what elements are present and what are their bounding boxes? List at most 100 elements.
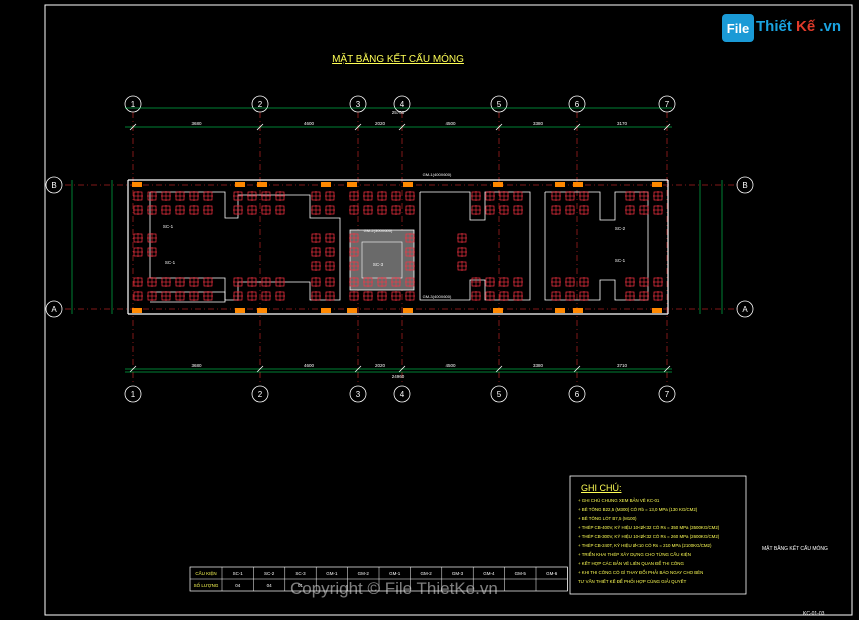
pile-symbol [311, 233, 321, 243]
pile-symbol [485, 277, 495, 287]
grid-bubble [45, 300, 63, 318]
pile-symbol [311, 205, 321, 215]
column-marker [493, 308, 503, 313]
grid-bubble [393, 385, 411, 403]
logo-text: Thiết Kế .vn [756, 18, 841, 35]
site-logo: File Thiết Kế .vn [722, 14, 854, 42]
pile-symbol [233, 291, 243, 301]
title-block-name: MẶT BẰNG KẾT CẤU MÓNG [762, 546, 828, 552]
pile-symbol [261, 277, 271, 287]
grid-bubble-label: 5 [497, 100, 502, 109]
pile-symbol [203, 191, 213, 201]
general-notes: GHI CHÚ: + GHI CHÚ CHUNG XEM BẢN VẼ KC-0… [573, 479, 745, 595]
pile-symbol [485, 291, 495, 301]
column-marker [132, 308, 142, 313]
grid-bubble [45, 176, 63, 194]
dimension-label: 3170 [617, 121, 628, 126]
pile-symbol [175, 191, 185, 201]
schedule-header: GM-5 [515, 571, 527, 576]
pile-symbol [639, 205, 649, 215]
pile-symbol [311, 247, 321, 257]
column-marker [403, 308, 413, 313]
grid-bubble-label: 3 [356, 100, 361, 109]
pile-symbol [233, 277, 243, 287]
note-line: + THÉP CB-240T, KÝ HIỆU Ø<10 CÓ Rs = 210… [578, 543, 712, 548]
grid-bubble [349, 385, 367, 403]
pile-symbol [247, 205, 257, 215]
pile-symbol [275, 191, 285, 201]
pile-symbol [261, 291, 271, 301]
column-marker [321, 308, 331, 313]
schedule-header: GM-6 [546, 571, 558, 576]
grid-bubble [490, 95, 508, 113]
pile-symbol [311, 291, 321, 301]
column-marker [321, 182, 331, 187]
logo-text-c: .vn [819, 18, 842, 35]
pile-symbol [147, 205, 157, 215]
pile-symbol [639, 291, 649, 301]
pile-symbol [275, 291, 285, 301]
grid-bubble [490, 385, 508, 403]
dimension-label: 2020 [375, 363, 386, 368]
pile-symbol [325, 191, 335, 201]
pile-symbol [565, 205, 575, 215]
pile-symbol [133, 191, 143, 201]
pile-symbol [247, 277, 257, 287]
grid-bubble-label: 1 [131, 100, 136, 109]
column-marker [555, 182, 565, 187]
schedule-header: GM-1 [389, 571, 401, 576]
schedule-count: 04 [267, 583, 273, 588]
grid-bubble-label: 5 [497, 390, 502, 399]
grid-bubble-label: 7 [665, 390, 670, 399]
schedule-count: 04 [235, 583, 241, 588]
pile-symbol [311, 261, 321, 271]
schedule-header: GM-4 [483, 571, 495, 576]
pile-symbol [349, 291, 359, 301]
logo-badge: File [722, 14, 754, 42]
grid-bubble-label: 4 [400, 100, 405, 109]
note-line: + BÊ TÔNG LÓT B7,5 (M100) [578, 516, 637, 521]
pile-symbol [653, 205, 663, 215]
pile-symbol [499, 191, 509, 201]
pile-symbol [565, 291, 575, 301]
pile-symbol [377, 205, 387, 215]
dimension-tick [398, 365, 406, 373]
pile-symbol [325, 247, 335, 257]
schedule-header: GM-1 [326, 571, 338, 576]
beam-inner-outline [544, 191, 649, 301]
pile-symbol [233, 191, 243, 201]
note-line: + BÊ TÔNG B22,5 (M300) CÓ Rb = 13,0 MPa … [578, 507, 698, 512]
dimension-label: 3380 [533, 363, 544, 368]
grid-bubble-label: 7 [665, 100, 670, 109]
pile-symbol [363, 191, 373, 201]
pile-symbol [513, 205, 523, 215]
pile-symbol [391, 205, 401, 215]
schedule-count: 01 [298, 583, 304, 588]
column-marker [235, 308, 245, 313]
dimension-label: 3380 [533, 121, 544, 126]
pile-symbol [457, 261, 467, 271]
pile-symbol [311, 191, 321, 201]
pile-symbol [551, 277, 561, 287]
dimension-tick [256, 365, 264, 373]
beam-inner-outline [149, 191, 341, 301]
dimension-tick [573, 365, 581, 373]
pile-symbol [625, 191, 635, 201]
notes-box [569, 475, 747, 595]
pile-symbol [363, 277, 373, 287]
footing-label: SC-1 [163, 224, 174, 229]
column-marker [235, 182, 245, 187]
pile-symbol [349, 247, 359, 257]
pile-symbol [363, 205, 373, 215]
pile-symbol [147, 291, 157, 301]
pile-symbol [405, 277, 415, 287]
column-marker [132, 182, 142, 187]
beam-label: GM-3(400X600) [423, 294, 452, 299]
column-marker [493, 182, 503, 187]
dimension-label: 4500 [445, 121, 456, 126]
beam-label: GM-2(300X600) [364, 228, 393, 233]
pile-symbol [325, 261, 335, 271]
